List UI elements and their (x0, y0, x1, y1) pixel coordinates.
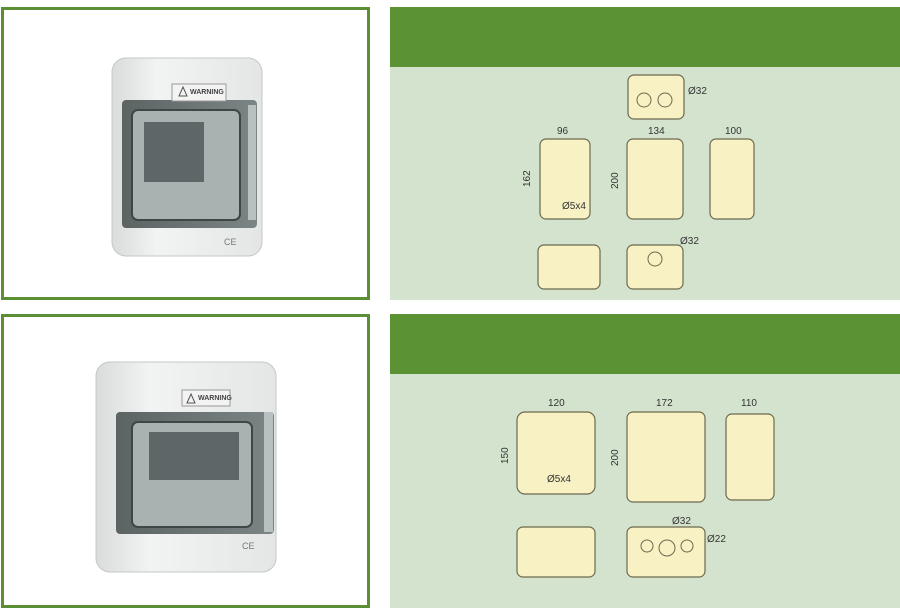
product-photo-panel-2: WARNING CE (1, 314, 370, 608)
depth-label: 100 (725, 126, 742, 137)
front-height-label: 200 (610, 172, 621, 189)
dimension-drawing-1: Ø32 96 134 100 Ø5x4 Ø32 162 200 (522, 74, 755, 290)
dimension-drawing-2: 120 172 110 Ø5x4 Ø32 Ø22 150 200 (500, 398, 775, 578)
warning-triangle-icon (178, 85, 188, 97)
enclosure-photo: WARNING CE (111, 57, 263, 257)
spec-header-1 (390, 7, 900, 67)
back-width-label: 96 (557, 126, 569, 137)
product-photo-panel-1: WARNING CE (1, 7, 370, 300)
ce-mark: CE (224, 237, 237, 247)
back-height-label: 162 (522, 170, 533, 187)
spec-panel-1: Ø32 96 134 100 Ø5x4 Ø32 162 200 (390, 7, 900, 300)
warning-label: WARNING (190, 89, 224, 96)
enclosure-photo: WARNING CE (95, 361, 277, 573)
warning-label: WARNING (198, 395, 232, 402)
ce-mark: CE (242, 541, 255, 551)
back-height-label: 150 (500, 447, 511, 464)
front-width-label: 134 (648, 126, 665, 137)
spec-header-2 (390, 314, 900, 374)
mount-holes-label: Ø5x4 (547, 474, 571, 485)
mount-holes-label: Ø5x4 (562, 201, 586, 212)
depth-label: 110 (741, 398, 757, 409)
bottom-knockout-large-label: Ø32 (672, 516, 691, 527)
bottom-knockout-label: Ø32 (680, 236, 699, 247)
front-width-label: 172 (656, 398, 673, 409)
front-height-label: 200 (610, 449, 621, 466)
spec-panel-2: 120 172 110 Ø5x4 Ø32 Ø22 150 200 (390, 314, 900, 608)
top-knockout-label: Ø32 (688, 86, 707, 97)
warning-triangle-icon (186, 392, 196, 404)
back-width-label: 120 (548, 398, 565, 409)
bottom-knockout-small-label: Ø22 (707, 534, 726, 545)
